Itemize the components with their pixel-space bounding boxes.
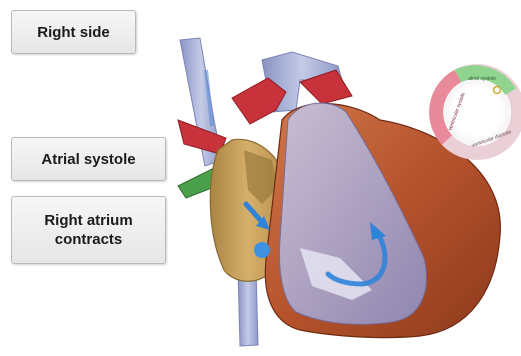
cycle-label-atrial: atrial systole: [468, 76, 496, 82]
atrium-flow-dot: [254, 242, 270, 258]
side-label: Right side: [11, 10, 136, 54]
phase-label-text: Atrial systole: [41, 150, 135, 169]
action-label: Right atrium contracts: [11, 196, 166, 264]
action-label-line1: Right atrium: [44, 211, 132, 230]
action-label-line2: contracts: [55, 230, 123, 249]
cardiac-cycle-indicator: atrial systole ventricular systole ventr…: [436, 71, 518, 153]
phase-label: Atrial systole: [11, 137, 166, 181]
side-label-text: Right side: [37, 23, 110, 42]
